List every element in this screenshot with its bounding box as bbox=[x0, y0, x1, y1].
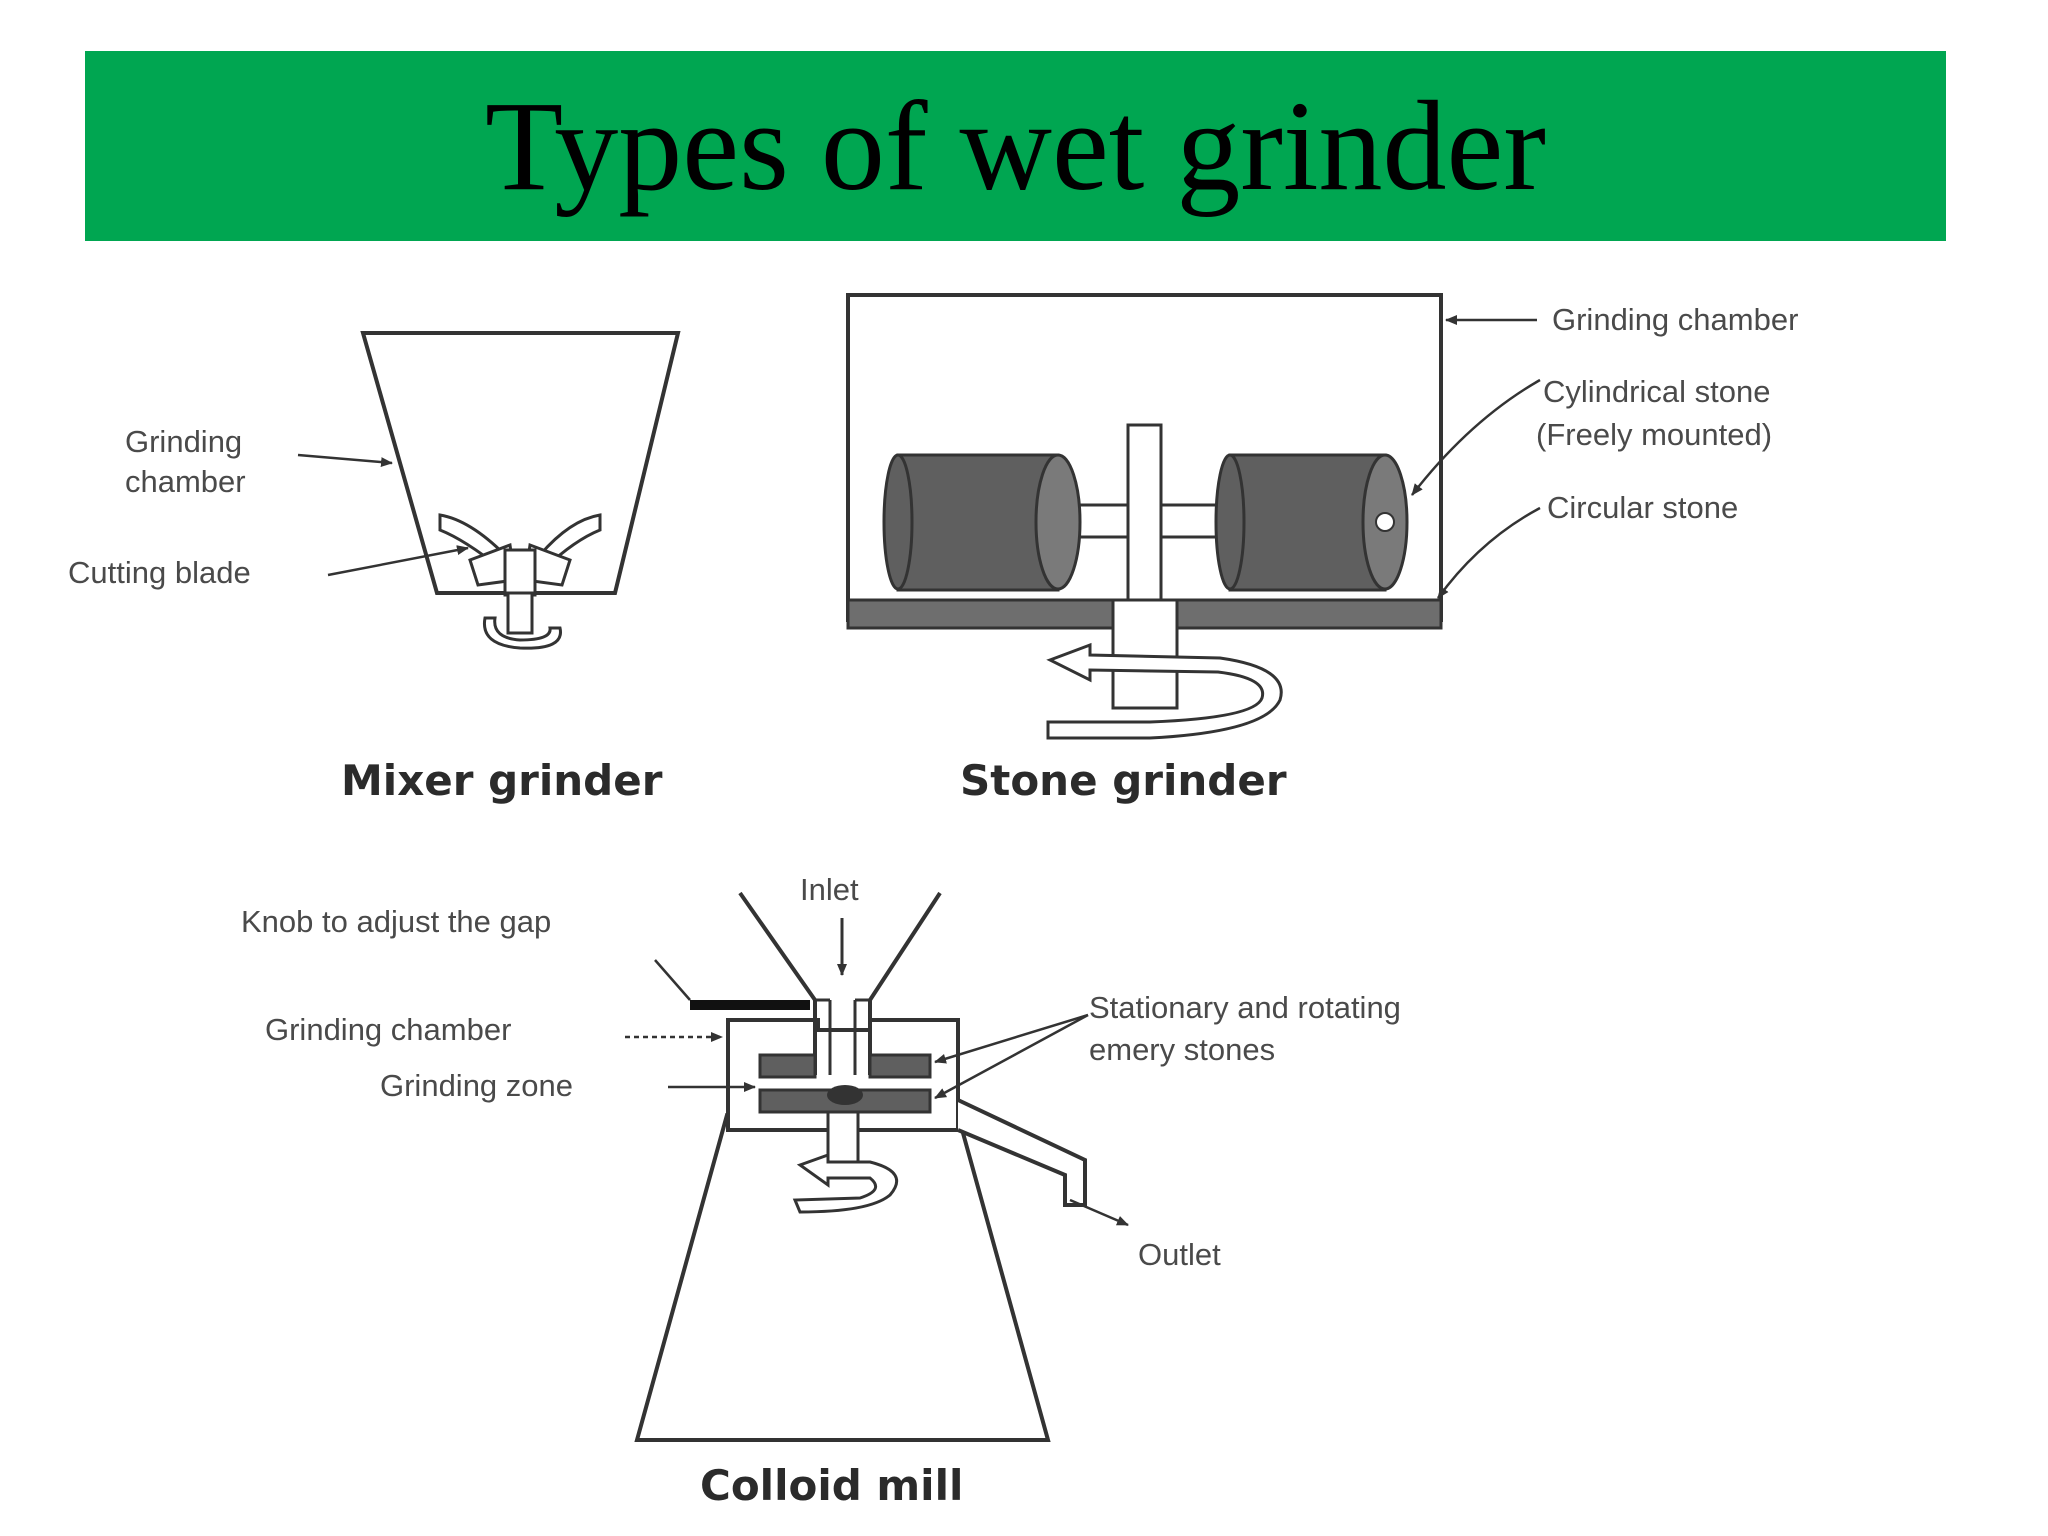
stone-drive-shaft bbox=[1111, 598, 1179, 710]
stone-circular-leader bbox=[1436, 506, 1541, 599]
colloid-rotation-arrow bbox=[792, 1152, 899, 1214]
colloid-mill-caption: Colloid mill bbox=[700, 1461, 963, 1510]
stone-grinder-caption: Stone grinder bbox=[960, 756, 1287, 805]
stones-leader-bottom bbox=[934, 1013, 1089, 1100]
colloid-chamber-label: Grinding chamber bbox=[265, 1012, 511, 1047]
colloid-zone-label: Grinding zone bbox=[380, 1068, 573, 1103]
mixer-blade-leader bbox=[327, 545, 469, 577]
outlet-leader bbox=[1069, 1198, 1129, 1227]
stone-cylinder-leader bbox=[1411, 378, 1541, 496]
cylindrical-stone-right bbox=[1214, 453, 1409, 592]
colloid-inlet-label: Inlet bbox=[800, 872, 859, 907]
stone-vertical-shaft bbox=[1126, 423, 1163, 622]
colloid-stones-label-line1: Stationary and rotating bbox=[1089, 990, 1401, 1025]
stone-chamber-label: Grinding chamber bbox=[1552, 302, 1798, 337]
stone-cylinder-label-line2: (Freely mounted) bbox=[1536, 417, 1772, 452]
mixer-blade-label: Cutting blade bbox=[68, 555, 251, 590]
mixer-shaft bbox=[506, 591, 534, 635]
mixer-rotation-arrow bbox=[482, 616, 562, 650]
gap-adjust-knob bbox=[690, 1000, 810, 1010]
stationary-emery-stone-left bbox=[758, 1053, 817, 1079]
mixer-chamber-label-line1: Grinding bbox=[125, 424, 242, 459]
stones-leader-top bbox=[934, 1013, 1089, 1064]
stone-rotation-arrow bbox=[1046, 642, 1283, 740]
mixer-chamber-label-line2: chamber bbox=[125, 464, 246, 499]
colloid-outlet-chute bbox=[957, 1098, 1087, 1207]
stone-cylinder-label-line1: Cylindrical stone bbox=[1543, 374, 1770, 409]
colloid-knob-label: Knob to adjust the gap bbox=[241, 904, 551, 939]
stone-grinder-diagram: Grinding chamber Cylindrical stone (Free… bbox=[846, 293, 1798, 805]
title-banner: Types of wet grinder bbox=[85, 51, 1946, 241]
stone-circular-label: Circular stone bbox=[1547, 490, 1738, 525]
mixer-grinder-caption: Mixer grinder bbox=[341, 756, 663, 805]
colloid-stones-label-line2: emery stones bbox=[1089, 1032, 1275, 1067]
knob-leader bbox=[654, 959, 691, 1001]
colloid-outlet-label: Outlet bbox=[1138, 1237, 1221, 1272]
page-title: Types of wet grinder bbox=[485, 75, 1546, 217]
cylindrical-stone-left bbox=[882, 453, 1082, 592]
mixer-grinder-diagram: Grinding chamber Cutting blade Mixer gri… bbox=[68, 331, 681, 805]
mixer-cutting-blade bbox=[438, 513, 602, 597]
stationary-emery-stone-right bbox=[868, 1053, 932, 1079]
colloid-mill-diagram: Inlet Knob to adjust the gap Grinding ch… bbox=[241, 872, 1401, 1510]
mixer-chamber-leader bbox=[297, 453, 393, 468]
